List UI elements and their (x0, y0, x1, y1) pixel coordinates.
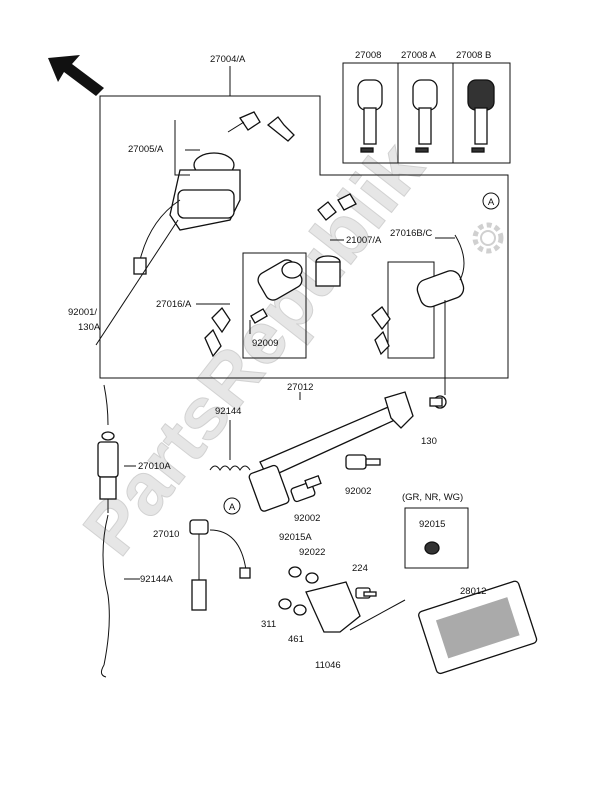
label-92015: 92015 (419, 519, 445, 530)
steering-lock (204, 252, 307, 359)
label-21007A: 21007/A (346, 235, 382, 246)
label-92144: 92144 (215, 406, 241, 417)
svg-text:A: A (488, 197, 495, 208)
label-130A: 130A (78, 322, 101, 333)
bracket-11046 (305, 581, 361, 633)
label-27008: 27008 (355, 50, 381, 61)
label-27010: 27010 (153, 529, 179, 540)
label-27004A: 27004/A (210, 54, 246, 65)
label-92002a: 92002 (345, 486, 371, 497)
washer-461 (293, 604, 307, 616)
label-311: 311 (261, 619, 276, 630)
label-461: 461 (288, 634, 304, 645)
key-27008A (397, 62, 454, 164)
switch-27010A (97, 384, 119, 513)
cap-21007A (315, 193, 357, 287)
label-92015A: 92015A (279, 532, 312, 543)
label-27008A: 27008 A (401, 50, 437, 61)
bolt-224 (355, 587, 377, 599)
label-GR-NR-WG: (GR, NR, WG) (402, 492, 463, 503)
switch-27010 (189, 519, 251, 611)
key-27008B (452, 62, 511, 164)
nut-311 (278, 598, 292, 610)
direction-arrow-icon (48, 55, 104, 96)
part-labels: 27004/A 27005/A 27008 27008 A 27008 B 21… (68, 50, 491, 671)
label-27010A: 27010A (138, 461, 171, 472)
callout-a-lower: A (223, 497, 241, 515)
label-92144A: 92144A (140, 574, 173, 585)
bolt-130 (429, 395, 447, 409)
svg-text:A: A (229, 502, 236, 513)
ignition-switch (133, 111, 295, 275)
bolt-92002b (290, 475, 322, 503)
callout-a-top: A (482, 192, 500, 210)
spring-92144 (209, 465, 251, 471)
label-27008B: 27008 B (456, 50, 491, 61)
label-27012: 27012 (287, 382, 313, 393)
label-92022: 92022 (299, 547, 325, 558)
bolt-92002a (345, 454, 381, 470)
label-27005A: 27005/A (128, 144, 164, 155)
label-224: 224 (352, 563, 368, 574)
bracket-27012 (248, 391, 414, 512)
nut-92022 (305, 572, 319, 584)
label-92009: 92009 (252, 338, 278, 349)
leader-lines (95, 66, 455, 631)
gear-icon (472, 222, 504, 254)
key-27008 (342, 62, 399, 164)
label-92002b: 92002 (294, 513, 320, 524)
label-92001: 92001/ (68, 307, 97, 318)
cable-92144A (100, 514, 110, 678)
label-27016A: 27016/A (156, 299, 192, 310)
label-11046: 11046 (315, 660, 341, 671)
reflector-28012 (404, 507, 538, 675)
frame-outline (99, 95, 509, 379)
seat-lock (371, 234, 465, 359)
label-28012: 28012 (460, 586, 486, 597)
label-130: 130 (421, 436, 437, 447)
washer-92015A (288, 566, 302, 578)
label-27016BC: 27016B/C (390, 228, 432, 239)
